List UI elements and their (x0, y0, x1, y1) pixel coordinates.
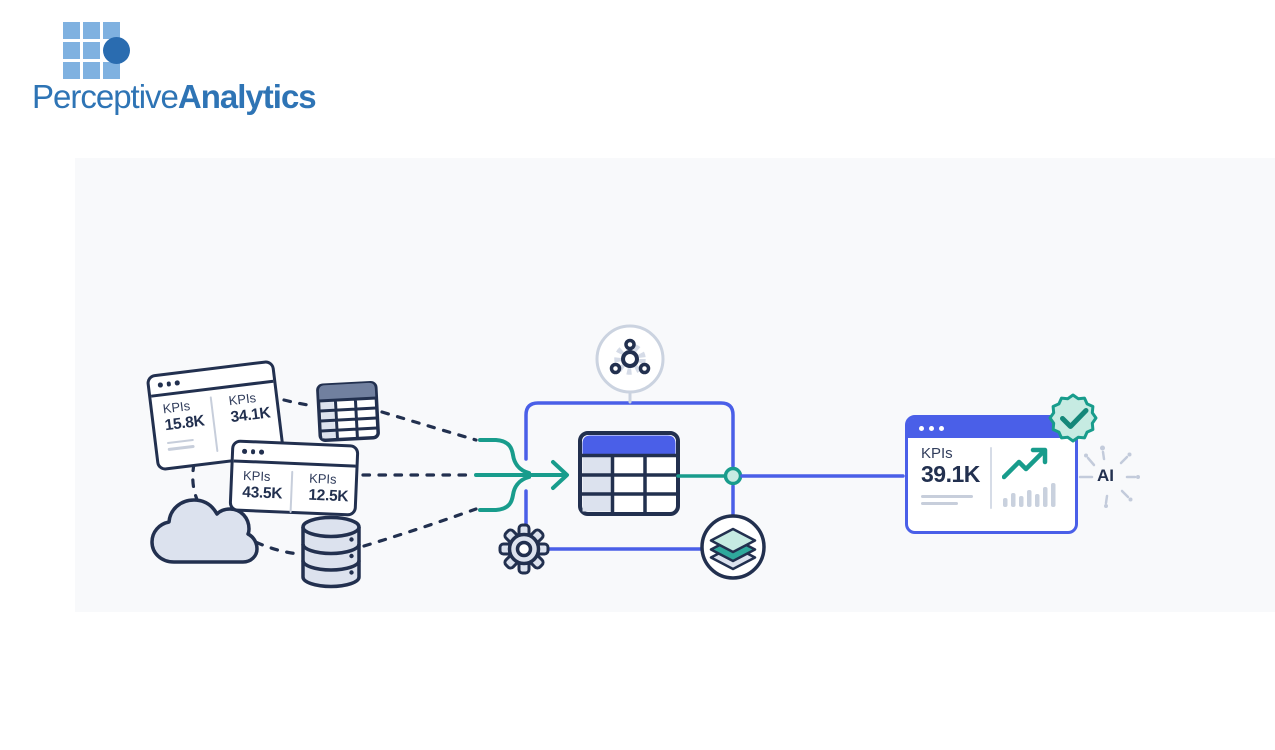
ai-spoke-dots (1084, 445, 1140, 508)
logo-dot-icon (103, 37, 130, 64)
brand-name-regular: Perceptive (32, 78, 179, 115)
connector-database-merge (362, 507, 478, 548)
kpi-label: KPIs (242, 467, 271, 485)
logo-square (63, 22, 80, 39)
placeholder-lines (166, 437, 208, 451)
sheet-gridlines (318, 396, 378, 439)
brand-name-bold: Analytics (177, 78, 317, 115)
automation-node (609, 362, 622, 375)
logo-square (63, 42, 80, 59)
logo-square (83, 62, 100, 79)
dashboard-kpi-block: KPIs 39.1K (921, 445, 980, 509)
dashboard-window: KPIs 39.1K (905, 415, 1078, 534)
db-led (349, 570, 354, 575)
layers-icon (700, 514, 766, 580)
logo-square (83, 42, 100, 59)
table-header (582, 435, 676, 455)
logo-square (83, 22, 100, 39)
merge-bottom-branch (478, 475, 531, 512)
automation-node (624, 338, 636, 351)
kpi-block: KPIs 15.8K (151, 391, 214, 456)
trend-arrow-line (1002, 448, 1047, 480)
dashed-connectors (191, 398, 478, 556)
brand-logo: PerceptiveAnalytics (32, 22, 317, 115)
trend-chart-icon (1002, 447, 1056, 507)
table-gridlines (580, 453, 678, 512)
mini-bars (1003, 483, 1056, 507)
sheet-header (318, 382, 376, 401)
automation-hub (621, 350, 639, 368)
kpi-label: KPIs (308, 470, 337, 487)
kpi-divider (289, 470, 294, 513)
dashboard-divider (989, 447, 993, 509)
kpi-block: KPIs 43.5K (232, 462, 289, 504)
connector-window1-spreadsheet (282, 398, 317, 408)
connector-spreadsheet-merge (380, 410, 478, 442)
window-dot-icon (919, 425, 924, 431)
merge-arrow-icon (474, 438, 569, 512)
dashboard-header (908, 418, 1075, 438)
connector-window1-cloud (191, 462, 201, 506)
gear-hole (515, 540, 533, 558)
merge-top-branch (478, 438, 531, 475)
automation-gear-teeth (614, 343, 646, 375)
gear-icon (498, 523, 550, 575)
source-window-2: KPIs 43.5K KPIs 12.5K (228, 439, 360, 517)
logo-grid-icon (63, 22, 133, 80)
junction-node (723, 466, 743, 486)
kpi-block: KPIs 12.5K (298, 465, 355, 507)
window-body: KPIs 43.5K KPIs 12.5K (232, 462, 356, 515)
kpi-value: 15.8K (163, 412, 206, 435)
ai-spark-icon (1078, 445, 1140, 508)
kpi-block: KPIs 34.1K (217, 383, 277, 429)
placeholder-lines (921, 494, 980, 505)
ai-block: AI (1097, 466, 1114, 486)
data-table-icon (578, 431, 680, 516)
db-led (349, 553, 354, 559)
db-bands (301, 543, 361, 572)
cloud-icon (150, 498, 259, 564)
window-dot-icon (241, 449, 247, 454)
kpi-value: 43.5K (242, 483, 283, 503)
kpi-value: 34.1K (229, 404, 272, 427)
automation-node (638, 362, 651, 375)
table-first-column (582, 456, 613, 512)
processing-frame (524, 391, 735, 551)
window-dot-icon (250, 449, 256, 455)
logo-square (103, 62, 120, 79)
db-top (301, 515, 361, 539)
brand-name: PerceptiveAnalytics (32, 78, 317, 116)
database-icon (301, 515, 361, 589)
kpi-value: 39.1K (921, 461, 980, 488)
ai-label: AI (1097, 466, 1114, 485)
logo-square (103, 22, 120, 39)
trend-arrowhead (1031, 447, 1048, 465)
merge-arrowhead (551, 460, 569, 490)
db-body (301, 527, 361, 589)
ai-spokes (1086, 450, 1137, 505)
logo-square (63, 62, 80, 79)
window-dot-icon (174, 380, 180, 386)
spreadsheet-icon (316, 381, 380, 442)
layer-top (709, 527, 757, 554)
db-led (349, 537, 354, 542)
window-dot-icon (166, 381, 172, 387)
window-dot-icon (157, 382, 163, 388)
dashboard-body: KPIs 39.1K (908, 438, 1075, 513)
kpi-value: 12.5K (308, 486, 349, 506)
window-dot-icon (258, 449, 264, 455)
window-dot-icon (939, 425, 944, 431)
kpi-label: KPIs (921, 445, 953, 462)
automation-icon (595, 324, 665, 394)
window-dot-icon (929, 425, 934, 431)
